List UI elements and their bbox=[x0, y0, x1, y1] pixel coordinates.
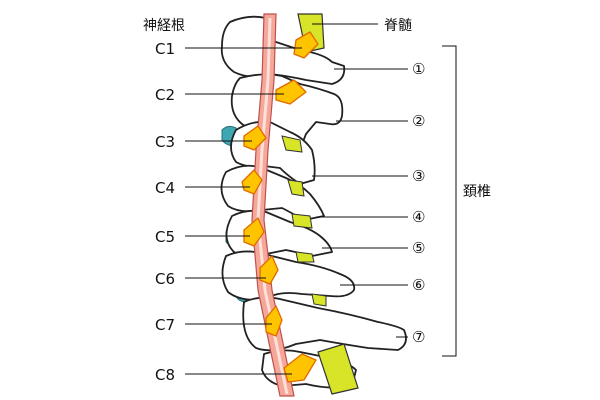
nerve-label-c5: C5 bbox=[155, 228, 175, 246]
vertebrae bbox=[220, 15, 407, 389]
nerve-label-c4: C4 bbox=[155, 179, 175, 197]
nerve-label-c2: C2 bbox=[155, 86, 175, 104]
root-c1 bbox=[293, 31, 319, 59]
canal-bottom bbox=[317, 343, 359, 395]
disc-1 bbox=[281, 135, 303, 153]
root-c4 bbox=[241, 169, 263, 195]
spinal-cord-tube bbox=[251, 13, 295, 397]
nerve-label-c7: C7 bbox=[155, 316, 175, 334]
vertebra-1 bbox=[220, 15, 346, 85]
vertebra-label-1: ① bbox=[412, 60, 425, 78]
vertebra-6 bbox=[221, 250, 356, 301]
nerve-label-c8: C8 bbox=[155, 366, 175, 384]
nerve-roots bbox=[241, 31, 319, 383]
nerve-label-c3: C3 bbox=[155, 133, 175, 151]
vertebra-label-7: ⑦ bbox=[412, 328, 425, 346]
spinal-cord bbox=[251, 13, 295, 397]
spinal-cord-core bbox=[256, 17, 289, 395]
nerve-root-labels: C1 C2 C3 C4 C5 C6 C7 C8 bbox=[155, 40, 175, 384]
root-c8 bbox=[283, 353, 317, 383]
spinal-cord-label: 脊髄 bbox=[384, 18, 412, 34]
cervical-bracket bbox=[442, 45, 457, 357]
disc-5 bbox=[311, 293, 327, 307]
root-c7 bbox=[265, 305, 283, 337]
nerve-label-c1: C1 bbox=[155, 40, 175, 58]
vertebra-label-6: ⑥ bbox=[412, 276, 425, 294]
discs bbox=[281, 135, 327, 307]
root-c2 bbox=[275, 79, 307, 105]
vertebra-7 bbox=[242, 296, 407, 352]
nerve-root-heading: 神経根 bbox=[143, 18, 185, 34]
vertebra-label-3: ③ bbox=[412, 167, 425, 185]
vertebra-label-4: ④ bbox=[412, 208, 425, 226]
nerve-label-c6: C6 bbox=[155, 270, 175, 288]
disc-2 bbox=[287, 179, 305, 197]
root-c3 bbox=[243, 125, 267, 151]
vertebra-number-labels: ① ② ③ ④ ⑤ ⑥ ⑦ bbox=[412, 60, 425, 346]
vertebra-label-5: ⑤ bbox=[412, 239, 425, 257]
nerve-leaders bbox=[185, 47, 302, 375]
root-c5 bbox=[243, 217, 265, 247]
disc-4 bbox=[295, 251, 315, 263]
vertebra-leaders bbox=[312, 23, 408, 338]
vertebra-label-2: ② bbox=[412, 112, 425, 130]
cervical-spine-label: 頚椎 bbox=[463, 184, 491, 200]
disc-3 bbox=[291, 213, 313, 229]
